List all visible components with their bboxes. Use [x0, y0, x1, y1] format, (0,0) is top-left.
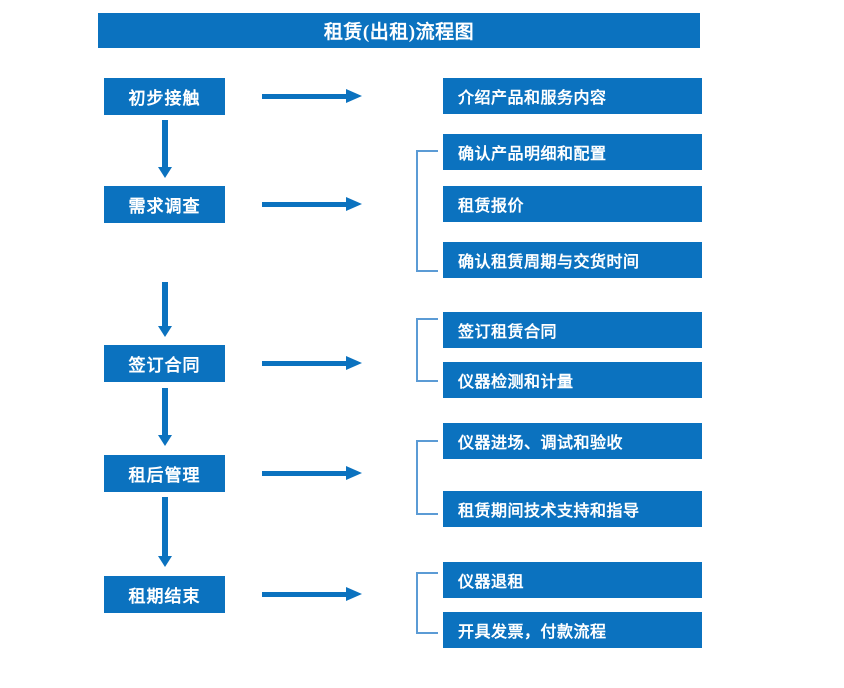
arrow-head-down-icon: [158, 326, 172, 337]
arrow-shaft: [162, 497, 168, 556]
horizontal-arrow-4: [262, 466, 362, 480]
arrow-head-down-icon: [158, 556, 172, 567]
detail-box-introduce-products[interactable]: 介绍产品和服务内容: [443, 78, 702, 114]
stage-box-post-rental-management[interactable]: 租后管理: [104, 455, 225, 492]
arrow-head-right-icon: [346, 587, 362, 601]
arrow-shaft: [162, 388, 168, 435]
stage-box-lease-end[interactable]: 租期结束: [104, 576, 225, 613]
vertical-arrow-1: [158, 120, 172, 178]
arrow-head-down-icon: [158, 435, 172, 446]
detail-box-instrument-inspection[interactable]: 仪器检测和计量: [443, 362, 702, 398]
vertical-arrow-4: [158, 497, 172, 567]
group-bracket-demand-survey: [416, 150, 438, 272]
stage-box-demand-survey[interactable]: 需求调查: [104, 186, 225, 223]
arrow-shaft: [262, 592, 348, 597]
horizontal-arrow-2: [262, 197, 362, 211]
group-bracket-lease-end: [416, 572, 438, 634]
arrow-head-down-icon: [158, 167, 172, 178]
detail-box-instrument-entry-commissioning[interactable]: 仪器进场、调试和验收: [443, 423, 702, 459]
arrow-shaft: [262, 361, 348, 366]
stage-box-sign-contract[interactable]: 签订合同: [104, 345, 225, 382]
group-bracket-post-rental: [416, 440, 438, 515]
arrow-head-right-icon: [346, 197, 362, 211]
arrow-head-right-icon: [346, 466, 362, 480]
horizontal-arrow-1: [262, 89, 362, 103]
arrow-shaft: [162, 120, 168, 167]
group-bracket-sign-contract: [416, 318, 438, 382]
arrow-shaft: [262, 94, 348, 99]
page-title: 租赁(出租)流程图: [98, 13, 700, 48]
detail-box-confirm-period-delivery[interactable]: 确认租赁周期与交货时间: [443, 242, 702, 278]
horizontal-arrow-5: [262, 587, 362, 601]
detail-box-rental-quotation[interactable]: 租赁报价: [443, 186, 702, 222]
detail-box-sign-rental-contract[interactable]: 签订租赁合同: [443, 312, 702, 348]
detail-box-confirm-product-details[interactable]: 确认产品明细和配置: [443, 134, 702, 170]
detail-box-invoice-payment[interactable]: 开具发票，付款流程: [443, 612, 702, 648]
detail-box-technical-support[interactable]: 租赁期间技术支持和指导: [443, 491, 702, 527]
vertical-arrow-3: [158, 388, 172, 446]
horizontal-arrow-3: [262, 356, 362, 370]
arrow-shaft: [262, 471, 348, 476]
vertical-arrow-2: [158, 282, 172, 337]
arrow-head-right-icon: [346, 356, 362, 370]
arrow-head-right-icon: [346, 89, 362, 103]
detail-box-instrument-return[interactable]: 仪器退租: [443, 562, 702, 598]
arrow-shaft: [262, 202, 348, 207]
arrow-shaft: [162, 282, 168, 326]
stage-box-initial-contact[interactable]: 初步接触: [104, 78, 225, 115]
